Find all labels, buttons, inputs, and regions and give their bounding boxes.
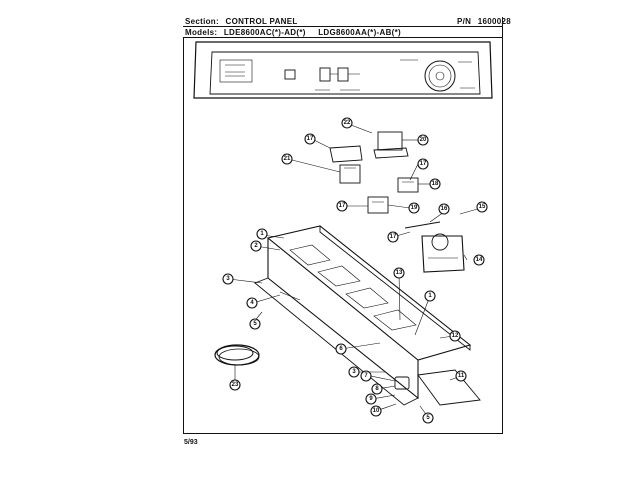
svg-text:10: 10	[373, 408, 380, 414]
svg-text:12: 12	[452, 333, 459, 339]
callout-5-a: 5	[249, 318, 261, 330]
models-row: Models: LDE8600AC(*)-AD(*) LDG8600AA(*)-…	[185, 28, 401, 37]
knob-8	[394, 376, 410, 390]
part-number: P/N 1600028	[457, 17, 511, 26]
section-label-text: Section:	[185, 17, 219, 26]
wire-harness-22	[214, 344, 260, 366]
section-value: CONTROL PANEL	[225, 17, 298, 26]
frame-right	[502, 17, 503, 434]
models-label: Models:	[185, 28, 218, 37]
frame-left	[183, 37, 184, 434]
callout-6: 6	[335, 343, 347, 355]
svg-text:13: 13	[396, 270, 403, 276]
svg-text:14: 14	[476, 257, 483, 263]
svg-text:3: 3	[352, 369, 356, 375]
callout-20: 20	[417, 134, 429, 146]
control-panel-front	[193, 41, 493, 99]
callout-18: 18	[429, 178, 441, 190]
callout-2: 2	[250, 240, 262, 252]
callout-4: 4	[246, 297, 258, 309]
callout-17-c: 17	[336, 200, 348, 212]
svg-text:19: 19	[411, 205, 418, 211]
frame-top	[183, 37, 503, 38]
callout-7: 7	[360, 370, 372, 382]
svg-text:23: 23	[232, 382, 239, 388]
callout-13: 13	[393, 267, 405, 279]
leader-lines	[228, 124, 482, 418]
svg-text:18: 18	[432, 181, 439, 187]
svg-text:4: 4	[250, 300, 254, 306]
svg-text:22: 22	[344, 120, 351, 126]
callout-3-b: 3	[348, 366, 360, 378]
svg-text:8: 8	[375, 386, 379, 392]
footer-date: 5/93	[184, 439, 198, 446]
callout-15: 15	[476, 201, 488, 213]
svg-text:1: 1	[428, 293, 432, 299]
svg-text:17: 17	[390, 234, 397, 240]
svg-text:17: 17	[420, 161, 427, 167]
pn-value: 1600028	[477, 17, 512, 26]
callout-3-a: 3	[222, 273, 234, 285]
svg-text:9: 9	[369, 396, 373, 402]
relay-19	[367, 196, 389, 214]
section-label: Section: CONTROL PANEL	[185, 17, 298, 26]
svg-text:16: 16	[441, 206, 448, 212]
callout-14: 14	[473, 254, 485, 266]
pn-label: P/N	[457, 17, 472, 26]
svg-text:17: 17	[339, 203, 346, 209]
svg-text:6: 6	[339, 346, 343, 352]
callout-1-b: 1	[424, 290, 436, 302]
callout-16: 16	[438, 203, 450, 215]
callout-23: 23	[229, 379, 241, 391]
header-rule	[183, 26, 503, 27]
callout-11: 11	[455, 370, 467, 382]
model-1: LDE8600AC(*)-AD(*)	[223, 28, 306, 37]
svg-text:11: 11	[458, 373, 465, 379]
relay-18	[397, 177, 419, 193]
callout-5-b: 5	[422, 412, 434, 424]
svg-text:7: 7	[364, 373, 368, 379]
timer-14	[421, 233, 465, 273]
callout-21: 21	[281, 153, 293, 165]
callout-1-a: 1	[256, 228, 268, 240]
svg-text:20: 20	[420, 137, 427, 143]
rod-16	[404, 221, 441, 229]
svg-text:21: 21	[284, 156, 291, 162]
frame-bottom	[183, 433, 503, 434]
svg-text:3: 3	[226, 276, 230, 282]
model-2: LDG8600AA(*)-AB(*)	[318, 28, 401, 37]
callout-12: 12	[449, 330, 461, 342]
callout-8: 8	[371, 383, 383, 395]
svg-text:5: 5	[426, 415, 430, 421]
bottom-panel	[417, 369, 481, 406]
callout-17-d: 17	[387, 231, 399, 243]
callout-9: 9	[365, 393, 377, 405]
callout-19: 19	[408, 202, 420, 214]
console-base	[254, 225, 472, 406]
svg-text:5: 5	[253, 321, 257, 327]
relay-20	[373, 131, 409, 159]
board-21	[329, 145, 363, 184]
svg-text:17: 17	[307, 136, 314, 142]
svg-text:2: 2	[254, 243, 258, 249]
svg-text:15: 15	[479, 204, 486, 210]
callout-10: 10	[370, 405, 382, 417]
callout-22: 22	[341, 117, 353, 129]
svg-text:1: 1	[260, 231, 264, 237]
callout-17-a: 17	[304, 133, 316, 145]
callout-17-b: 17	[417, 158, 429, 170]
